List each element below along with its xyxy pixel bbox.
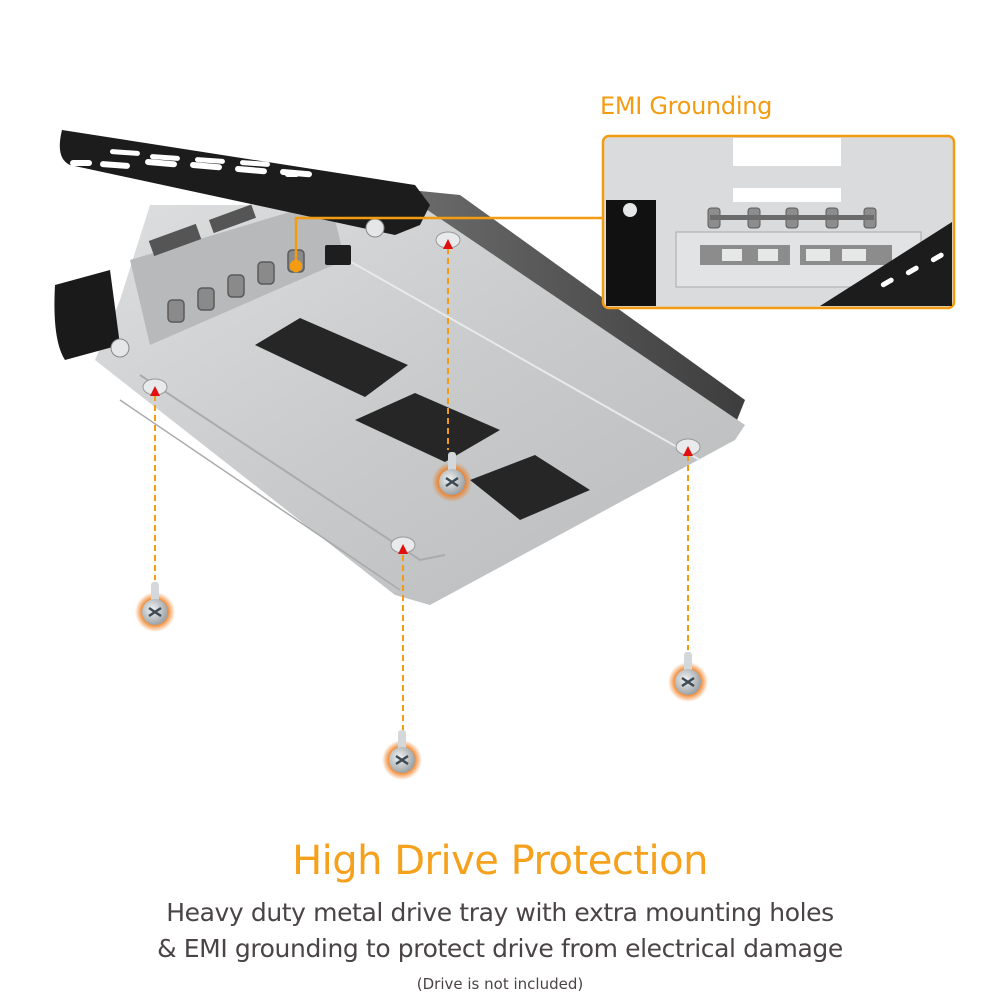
callout-title: EMI Grounding: [600, 92, 773, 120]
rubber-pads: [255, 318, 590, 520]
headline: High Drive Protection: [292, 838, 708, 884]
description-line-1: Heavy duty metal drive tray with extra m…: [166, 898, 834, 927]
emi-grounding-inset: [601, 134, 956, 310]
screw-icon: [382, 730, 422, 780]
screw-icon: [135, 582, 175, 632]
description-line-2: & EMI grounding to protect drive from el…: [157, 934, 843, 963]
screw-icon: [668, 652, 708, 702]
screw-icon: [432, 452, 472, 502]
mounting-guides: [142, 231, 701, 735]
tray-handle: [54, 130, 430, 360]
callout-connector: [289, 216, 605, 273]
screws: [135, 452, 708, 780]
disclaimer-note: (Drive is not included): [416, 975, 584, 993]
